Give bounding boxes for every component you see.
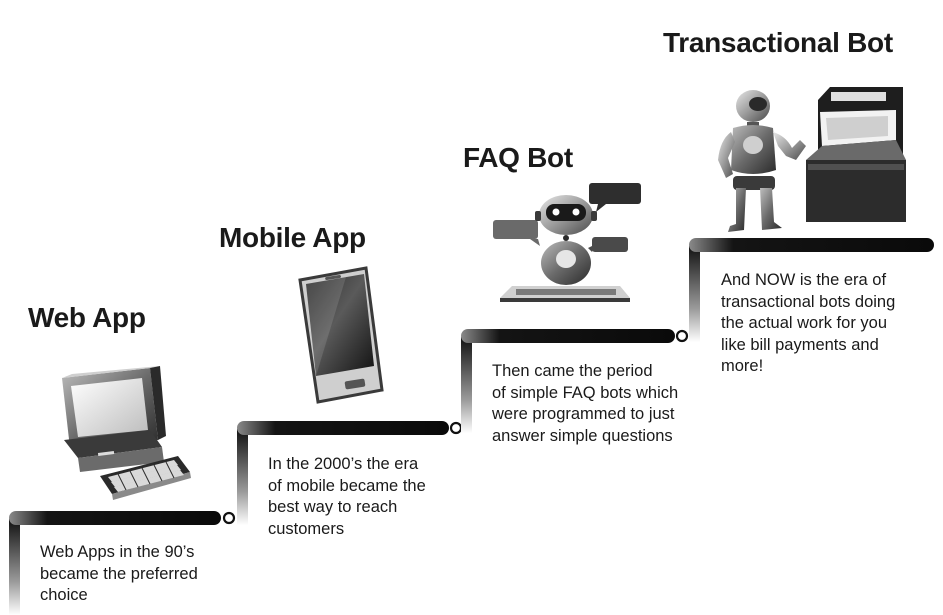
description-line: transactional bots doing xyxy=(721,292,896,311)
description-line: answer simple questions xyxy=(492,426,673,445)
stage-title-web-app: Web App xyxy=(28,302,146,333)
description-line: Then came the period xyxy=(492,362,653,380)
description-line: like bill payments and xyxy=(721,335,879,354)
step-2 xyxy=(237,421,463,525)
stage-description-transactional-bot: And NOW is the era of transactional bots… xyxy=(721,270,895,378)
chatbot-icon xyxy=(493,183,641,302)
stage-description-web-app: Web Apps in the 90’s became the preferre… xyxy=(40,542,198,607)
smartphone-icon xyxy=(298,266,384,404)
staircase xyxy=(9,238,934,615)
description-line: choice xyxy=(40,586,88,604)
stage-title-faq-bot: FAQ Bot xyxy=(463,142,573,173)
robot-atm-icon xyxy=(718,87,906,232)
atm-machine-icon xyxy=(806,87,906,222)
description-line: Web Apps in the 90’s xyxy=(40,543,195,561)
desktop-computer-icon xyxy=(62,366,191,500)
description-line: best way to reach xyxy=(268,498,398,516)
step-2-connector xyxy=(449,421,463,435)
stage-title-transactional-bot: Transactional Bot xyxy=(663,27,893,58)
stage-title-mobile-app: Mobile App xyxy=(219,222,366,253)
description-line: In the 2000’s the era xyxy=(268,455,419,473)
step-1-connector xyxy=(222,511,236,525)
description-line: became the preferred xyxy=(40,564,198,583)
step-1 xyxy=(9,511,236,615)
description-line: were programmed to just xyxy=(492,405,675,423)
step-3 xyxy=(461,329,689,433)
step-4 xyxy=(689,238,934,342)
step-3-connector xyxy=(675,329,689,343)
description-line: of mobile became the xyxy=(268,476,426,495)
description-line: of simple FAQ bots which xyxy=(492,383,679,402)
description-line: more! xyxy=(721,357,764,375)
stage-description-mobile-app: In the 2000’s the era of mobile became t… xyxy=(268,454,426,540)
stage-description-faq-bot: Then came the period of simple FAQ bots … xyxy=(492,361,678,447)
description-line: And NOW is the era of xyxy=(721,271,887,289)
humanoid-robot-icon xyxy=(718,90,806,232)
description-line: customers xyxy=(268,519,345,538)
description-line: the actual work for you xyxy=(721,314,887,332)
